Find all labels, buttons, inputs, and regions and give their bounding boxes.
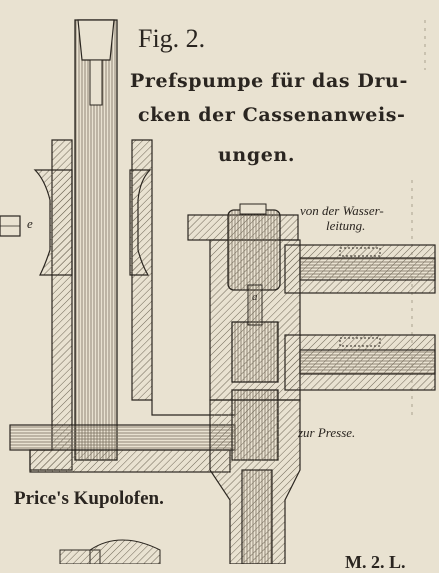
- annotation-water-inlet-2: leitung.: [326, 218, 366, 233]
- cupola-caption: Price's Kupolofen.: [14, 488, 164, 509]
- press-pump: [187, 203, 301, 564]
- corner-text: M. 2. L.: [345, 552, 406, 572]
- figure-label: Fig. 2.: [138, 24, 206, 53]
- water-pipes: [284, 244, 436, 391]
- figure-title-line-3: ungen.: [218, 144, 296, 166]
- left-fitting-e: [0, 215, 21, 237]
- lower-partial-drawings: [59, 539, 161, 564]
- part-letter-a: a: [252, 291, 258, 303]
- figure-title-line-2: cken der Cassenanweis-: [138, 104, 406, 126]
- annotation-to-press: zur Presse.: [298, 425, 356, 440]
- cupola-furnace: [9, 19, 236, 473]
- figure-title-line-1: Prefspumpe für das Dru-: [130, 70, 408, 92]
- part-letter-e: e: [27, 216, 33, 231]
- annotation-water-inlet-1: von der Wasser-: [300, 203, 384, 218]
